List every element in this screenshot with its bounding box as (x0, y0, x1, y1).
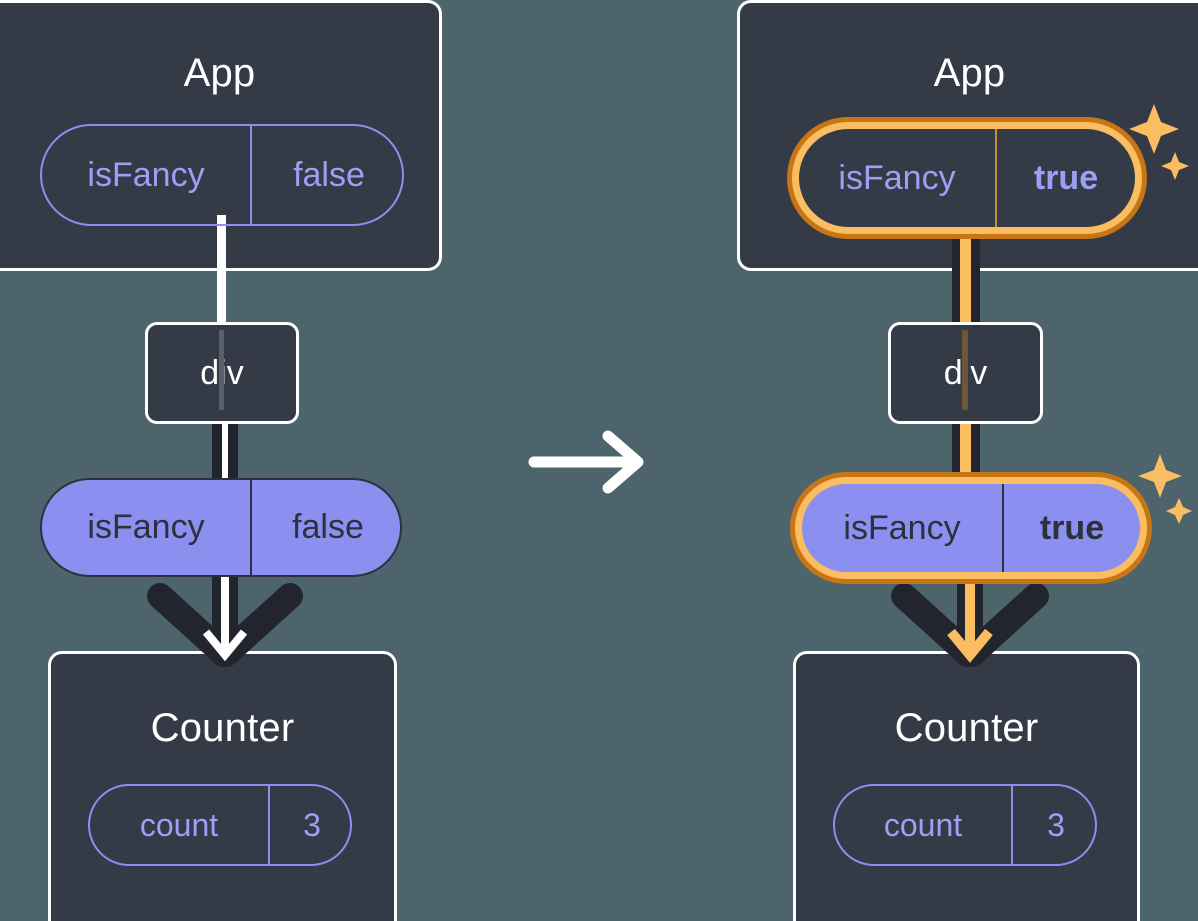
right-down-arrow-icon (947, 572, 993, 663)
right-prop-pill-glow: isFancy true (795, 477, 1147, 579)
right-counter-title: Counter (894, 706, 1039, 750)
left-app-state-pill-key: isFancy (87, 155, 205, 194)
left-prop-pill-value: false (250, 480, 404, 575)
right-div-internal-line (962, 330, 968, 410)
right-app-state-pill-key: isFancy (838, 158, 956, 197)
left-counter-title: Counter (150, 706, 295, 750)
left-div-internal-line (219, 330, 224, 410)
left-counter-box: Counter (48, 651, 397, 921)
right-counter-state-pill-value: 3 (1011, 786, 1099, 864)
transition-arrow-icon (528, 430, 644, 494)
left-div-pill-connector-core (222, 420, 228, 488)
left-div-pill-connector-a (212, 420, 222, 488)
right-app-div-connector-core (960, 222, 971, 330)
right-app-state-pill[interactable]: isFancy true (787, 117, 1147, 239)
right-counter-state-pill[interactable]: count 3 (833, 784, 1097, 866)
right-prop-sparkles-icon (1138, 454, 1192, 524)
right-app-title: App (933, 51, 1006, 95)
right-app-state-pill-glow: isFancy true (792, 122, 1142, 234)
right-prop-pill-value: true (1002, 484, 1140, 572)
left-down-arrow-icon (202, 572, 248, 662)
left-counter-state-pill-key: count (139, 806, 219, 843)
left-app-title: App (183, 51, 256, 95)
right-app-state-pill-value: true (995, 129, 1135, 227)
left-counter-state-pill-value: 3 (268, 786, 354, 864)
right-prop-pill[interactable]: isFancy true (790, 472, 1152, 584)
left-prop-pill-key: isFancy (87, 508, 205, 546)
left-app-state-pill-value: false (250, 126, 406, 224)
left-app-state-pill[interactable]: isFancy false (40, 124, 404, 226)
left-div-pill-connector-b (228, 420, 238, 488)
left-counter-state-pill[interactable]: count 3 (88, 784, 352, 866)
right-div-pill-connector-core (960, 420, 971, 490)
right-prop-pill-key: isFancy (843, 508, 961, 547)
right-app-sparkles-icon (1129, 104, 1189, 180)
left-prop-pill[interactable]: isFancy false (40, 478, 402, 577)
left-app-div-connector (217, 215, 226, 327)
right-counter-state-pill-key: count (883, 806, 963, 843)
